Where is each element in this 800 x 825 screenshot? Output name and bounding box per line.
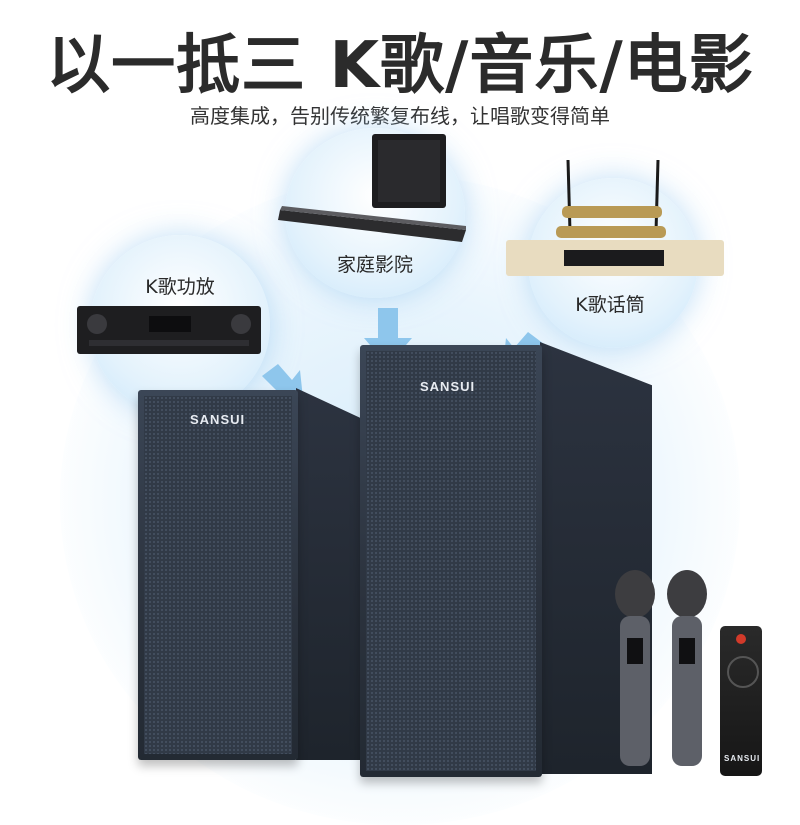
- left-speaker: SANSUI: [138, 390, 298, 760]
- home-theater-label: 家庭影院: [336, 254, 413, 276]
- handheld-mic-left-image: [615, 570, 655, 766]
- remote-dpad: [727, 656, 759, 688]
- soundbar-image: [278, 206, 466, 242]
- subheadline: 高度集成，告别传统繁复布线，让唱歌变得简单: [190, 104, 610, 128]
- karaoke-amp-label: K歌功放: [145, 276, 215, 298]
- karaoke-mic-label: K歌话筒: [575, 294, 645, 316]
- remote-logo: SANSUI: [724, 754, 761, 763]
- left-speaker-grille: [144, 396, 292, 754]
- amplifier-image: [77, 306, 261, 354]
- right-speaker: SANSUI: [360, 345, 542, 777]
- headline: 以一抵三 K歌/音乐/电影: [46, 29, 754, 103]
- right-speaker-logo: SANSUI: [420, 379, 476, 394]
- remote-power-button: [736, 634, 746, 644]
- left-speaker-side: [296, 388, 360, 760]
- right-speaker-grille: [366, 351, 536, 771]
- wireless-receiver-image: [506, 160, 724, 276]
- left-speaker-logo: SANSUI: [190, 412, 246, 427]
- subwoofer-image: [372, 134, 446, 208]
- handheld-mic-right-image: [667, 570, 707, 766]
- remote-control-image: SANSUI: [720, 626, 762, 776]
